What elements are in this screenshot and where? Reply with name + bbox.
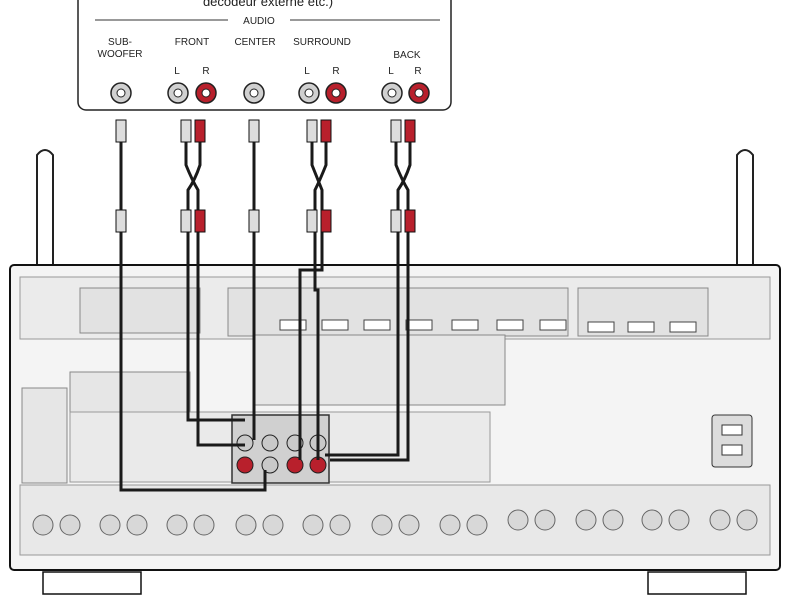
- audio-group-label: AUDIO: [243, 16, 275, 27]
- subwoofer-label-1: SUB-: [108, 37, 132, 48]
- speaker-terminals: [32, 509, 758, 536]
- back-r-letter: R: [414, 66, 421, 77]
- surround-r-letter: R: [332, 66, 339, 77]
- device-jacks: [110, 82, 430, 104]
- back-l-out-jack: [381, 82, 403, 104]
- cable-plugs: [115, 119, 416, 233]
- surround-cable: [298, 140, 328, 460]
- back-l-letter: L: [388, 66, 394, 77]
- device-caption: décodeur externe etc.): [203, 0, 333, 9]
- surround-label: SURROUND: [293, 37, 351, 48]
- right-foot: [647, 571, 747, 595]
- pre-in-block: [231, 414, 330, 484]
- back-cable: [325, 140, 412, 462]
- hdmi-ports: [279, 319, 697, 333]
- front-r-letter: R: [202, 66, 209, 77]
- front-cable: [184, 140, 245, 447]
- subwoofer-label-2: WOOFER: [98, 49, 143, 60]
- front-label: FRONT: [175, 37, 209, 48]
- surround-l-out-jack: [298, 82, 320, 104]
- front-l-letter: L: [174, 66, 180, 77]
- center-out-jack: [243, 82, 265, 104]
- receiver-rear-panel: [9, 264, 781, 571]
- cables: [119, 140, 412, 492]
- front-l-out-jack: [167, 82, 189, 104]
- power-inlet: [711, 414, 753, 468]
- subwoofer-out-jack: [110, 82, 132, 104]
- front-r-out-jack: [195, 82, 217, 104]
- subwoofer-cable: [119, 140, 267, 492]
- left-foot: [42, 571, 142, 595]
- surround-l-letter: L: [304, 66, 310, 77]
- back-label: BACK: [393, 50, 421, 61]
- external-decoder-device: décodeur externe etc.) AUDIO SUB- WOOFER…: [77, 0, 452, 111]
- back-r-out-jack: [408, 82, 430, 104]
- surround-r-out-jack: [325, 82, 347, 104]
- center-label: CENTER: [234, 37, 275, 48]
